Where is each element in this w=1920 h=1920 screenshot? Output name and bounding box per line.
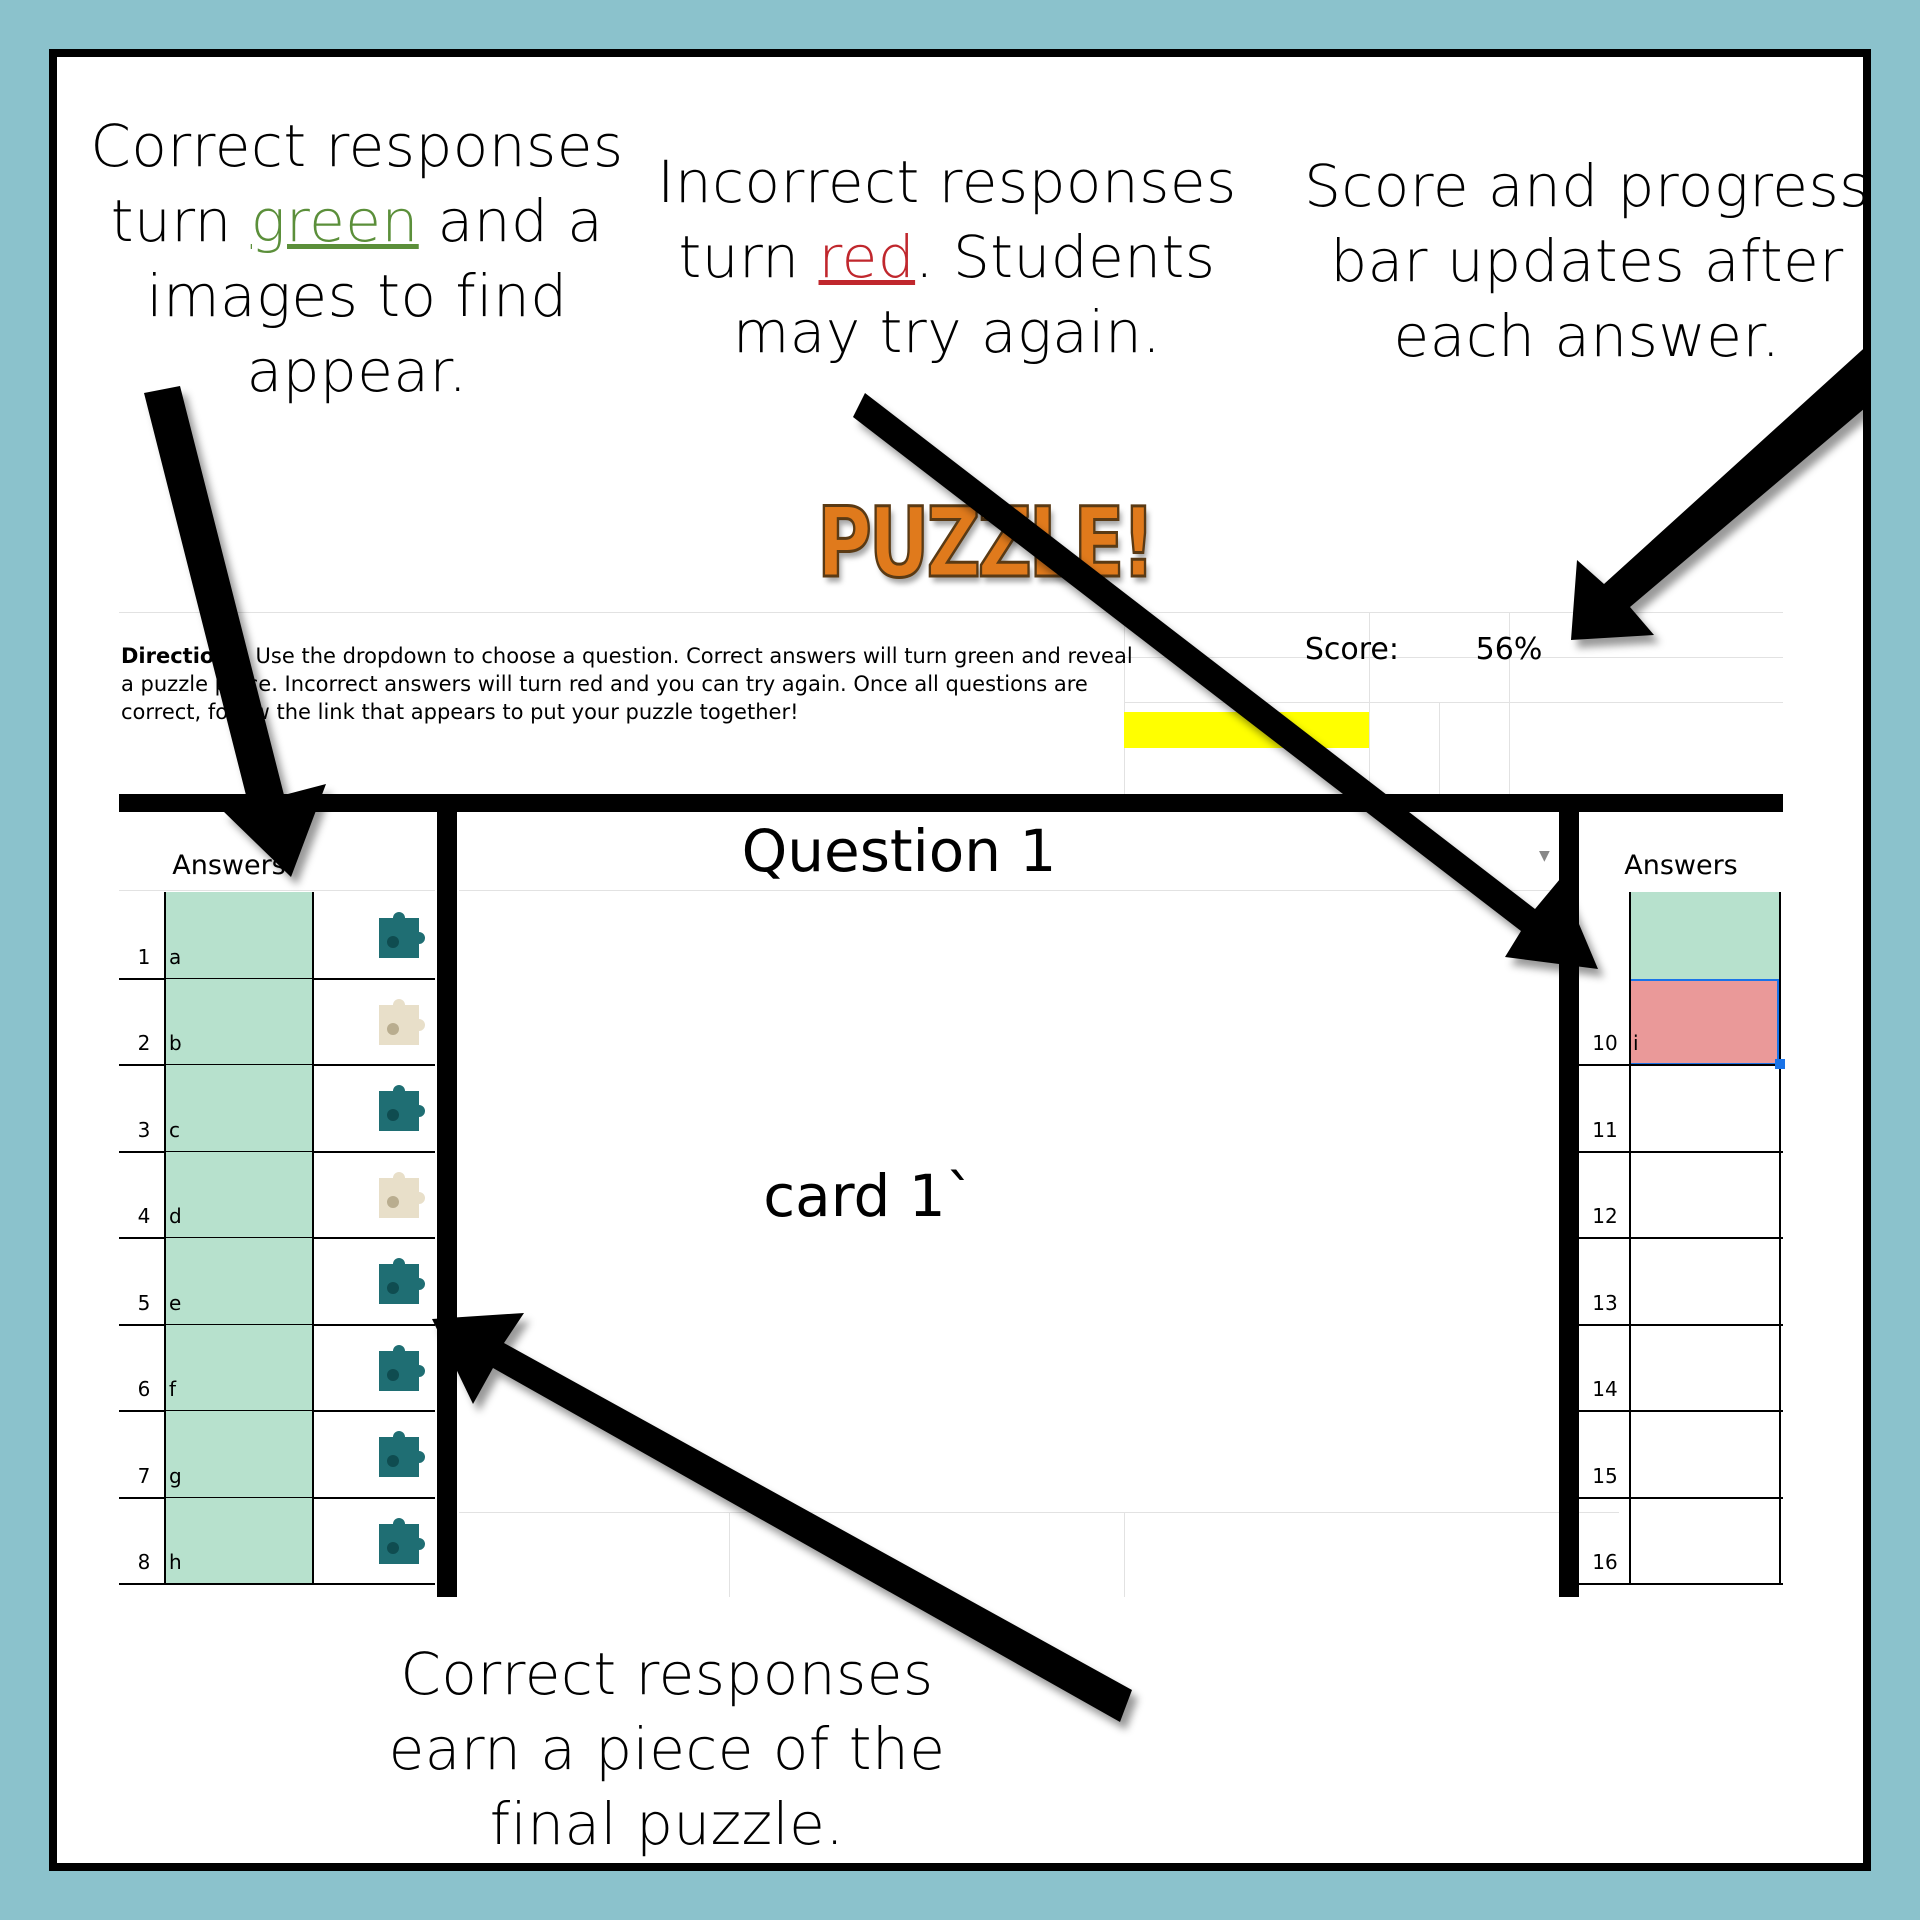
arrow-down-right <box>853 393 1598 969</box>
row-number: 8 <box>137 1550 151 1574</box>
green-word: green <box>250 187 419 255</box>
row-number: 5 <box>137 1290 151 1315</box>
row-number: 13 <box>1592 1290 1618 1315</box>
puzzle-piece-icon <box>379 1258 425 1304</box>
row-border <box>1579 1583 1783 1585</box>
answer-value: b <box>169 1031 182 1055</box>
answer-cell-correct[interactable] <box>1629 892 1779 979</box>
row-number: 7 <box>137 1463 151 1488</box>
gridline <box>729 1512 730 1597</box>
annotation-arrows <box>144 349 1863 1722</box>
answer-cell-correct[interactable] <box>164 1065 312 1152</box>
answer-value: c <box>169 1117 180 1142</box>
row-number: 11 <box>1592 1117 1618 1142</box>
gridline <box>119 612 1783 613</box>
gridline <box>1509 612 1510 794</box>
question-card: card 1` <box>763 1162 975 1230</box>
left-answers-header: Answers <box>172 850 286 881</box>
slide-frame: Correct responses turn green and a image… <box>49 49 1871 1871</box>
selection-handle[interactable] <box>1775 1059 1785 1069</box>
divider-bar-right <box>1559 794 1579 1597</box>
answer-value: f <box>169 1377 177 1401</box>
row-number: 2 <box>137 1031 151 1055</box>
row-border <box>1579 1237 1783 1239</box>
column-border <box>1629 892 1631 1584</box>
answer-cell-correct[interactable] <box>164 1324 312 1411</box>
row-number: 15 <box>1592 1463 1618 1488</box>
column-border <box>312 892 314 1584</box>
callout-incorrect-red: Incorrect responses turn red. Students m… <box>657 148 1237 366</box>
row-border <box>1579 1150 1783 1153</box>
arrow-down-right-short <box>1571 349 1863 640</box>
answer-cell-correct[interactable] <box>164 1411 312 1498</box>
chevron-down-icon[interactable]: ▼ <box>1539 848 1550 864</box>
spreadsheet: Directions: Use the dropdown to choose a… <box>119 612 1785 1597</box>
red-word: red <box>818 223 916 291</box>
right-answers-header: Answers <box>1624 850 1738 881</box>
answer-cell-correct[interactable] <box>164 978 312 1065</box>
gridline <box>119 890 435 891</box>
callout-earn-piece: Correct responses earn a piece of the fi… <box>388 1640 946 1858</box>
gridline <box>1124 702 1783 703</box>
score-value: 56% <box>1475 632 1543 667</box>
arrow-down-left <box>144 386 326 877</box>
row-border <box>1579 1496 1783 1499</box>
question-dropdown[interactable]: Question 1 <box>741 817 1057 885</box>
row-border <box>1579 1410 1783 1412</box>
puzzle-piece-icon <box>379 1085 425 1131</box>
answer-value: h <box>169 1550 182 1574</box>
gridline <box>459 890 1559 891</box>
answer-value: e <box>169 1290 182 1315</box>
answer-value: a <box>169 944 182 969</box>
row-number: 3 <box>137 1117 151 1142</box>
column-border <box>164 892 166 1584</box>
column-border <box>1779 892 1781 1584</box>
answer-cell-correct[interactable] <box>164 892 312 979</box>
gridline <box>1124 612 1125 794</box>
puzzle-piece-icon <box>379 912 425 958</box>
gridline <box>1369 612 1370 794</box>
answer-cell-correct[interactable] <box>164 1151 312 1238</box>
row-border <box>119 1583 435 1585</box>
row-number: 6 <box>137 1377 151 1401</box>
arrow-up-left <box>432 1313 1132 1722</box>
row-number: 12 <box>1592 1204 1618 1228</box>
score-label: Score: <box>1304 632 1399 667</box>
puzzle-piece-icon <box>379 1171 425 1218</box>
row-number: 10 <box>1592 1031 1618 1055</box>
puzzle-piece-icon <box>379 1344 425 1391</box>
puzzle-piece-icon <box>379 998 425 1045</box>
gridline <box>1124 1512 1125 1597</box>
answer-value: g <box>169 1463 182 1488</box>
answer-cell-correct[interactable] <box>164 1497 312 1584</box>
row-border <box>1579 1323 1783 1326</box>
answer-value: d <box>169 1204 182 1228</box>
puzzle-piece-icon <box>379 1517 425 1564</box>
callout-correct-green: Correct responses turn green and a image… <box>90 112 624 405</box>
divider-bar-left <box>437 794 457 1597</box>
row-number: 4 <box>137 1204 151 1228</box>
row-number: 1 <box>137 944 151 969</box>
answer-value: i <box>1633 1031 1639 1055</box>
row-border <box>1579 1064 1783 1066</box>
row-number: 16 <box>1592 1550 1618 1574</box>
gridline <box>1124 657 1783 658</box>
row-number: 14 <box>1592 1377 1618 1401</box>
answer-cell-incorrect[interactable] <box>1629 978 1779 1065</box>
answer-cell-correct[interactable] <box>164 1238 312 1325</box>
callout-score-progress: Score and progress bar updates after eac… <box>1304 152 1870 370</box>
gridline <box>1439 702 1440 794</box>
gridline <box>459 1512 1619 1513</box>
puzzle-piece-icon <box>379 1431 425 1477</box>
